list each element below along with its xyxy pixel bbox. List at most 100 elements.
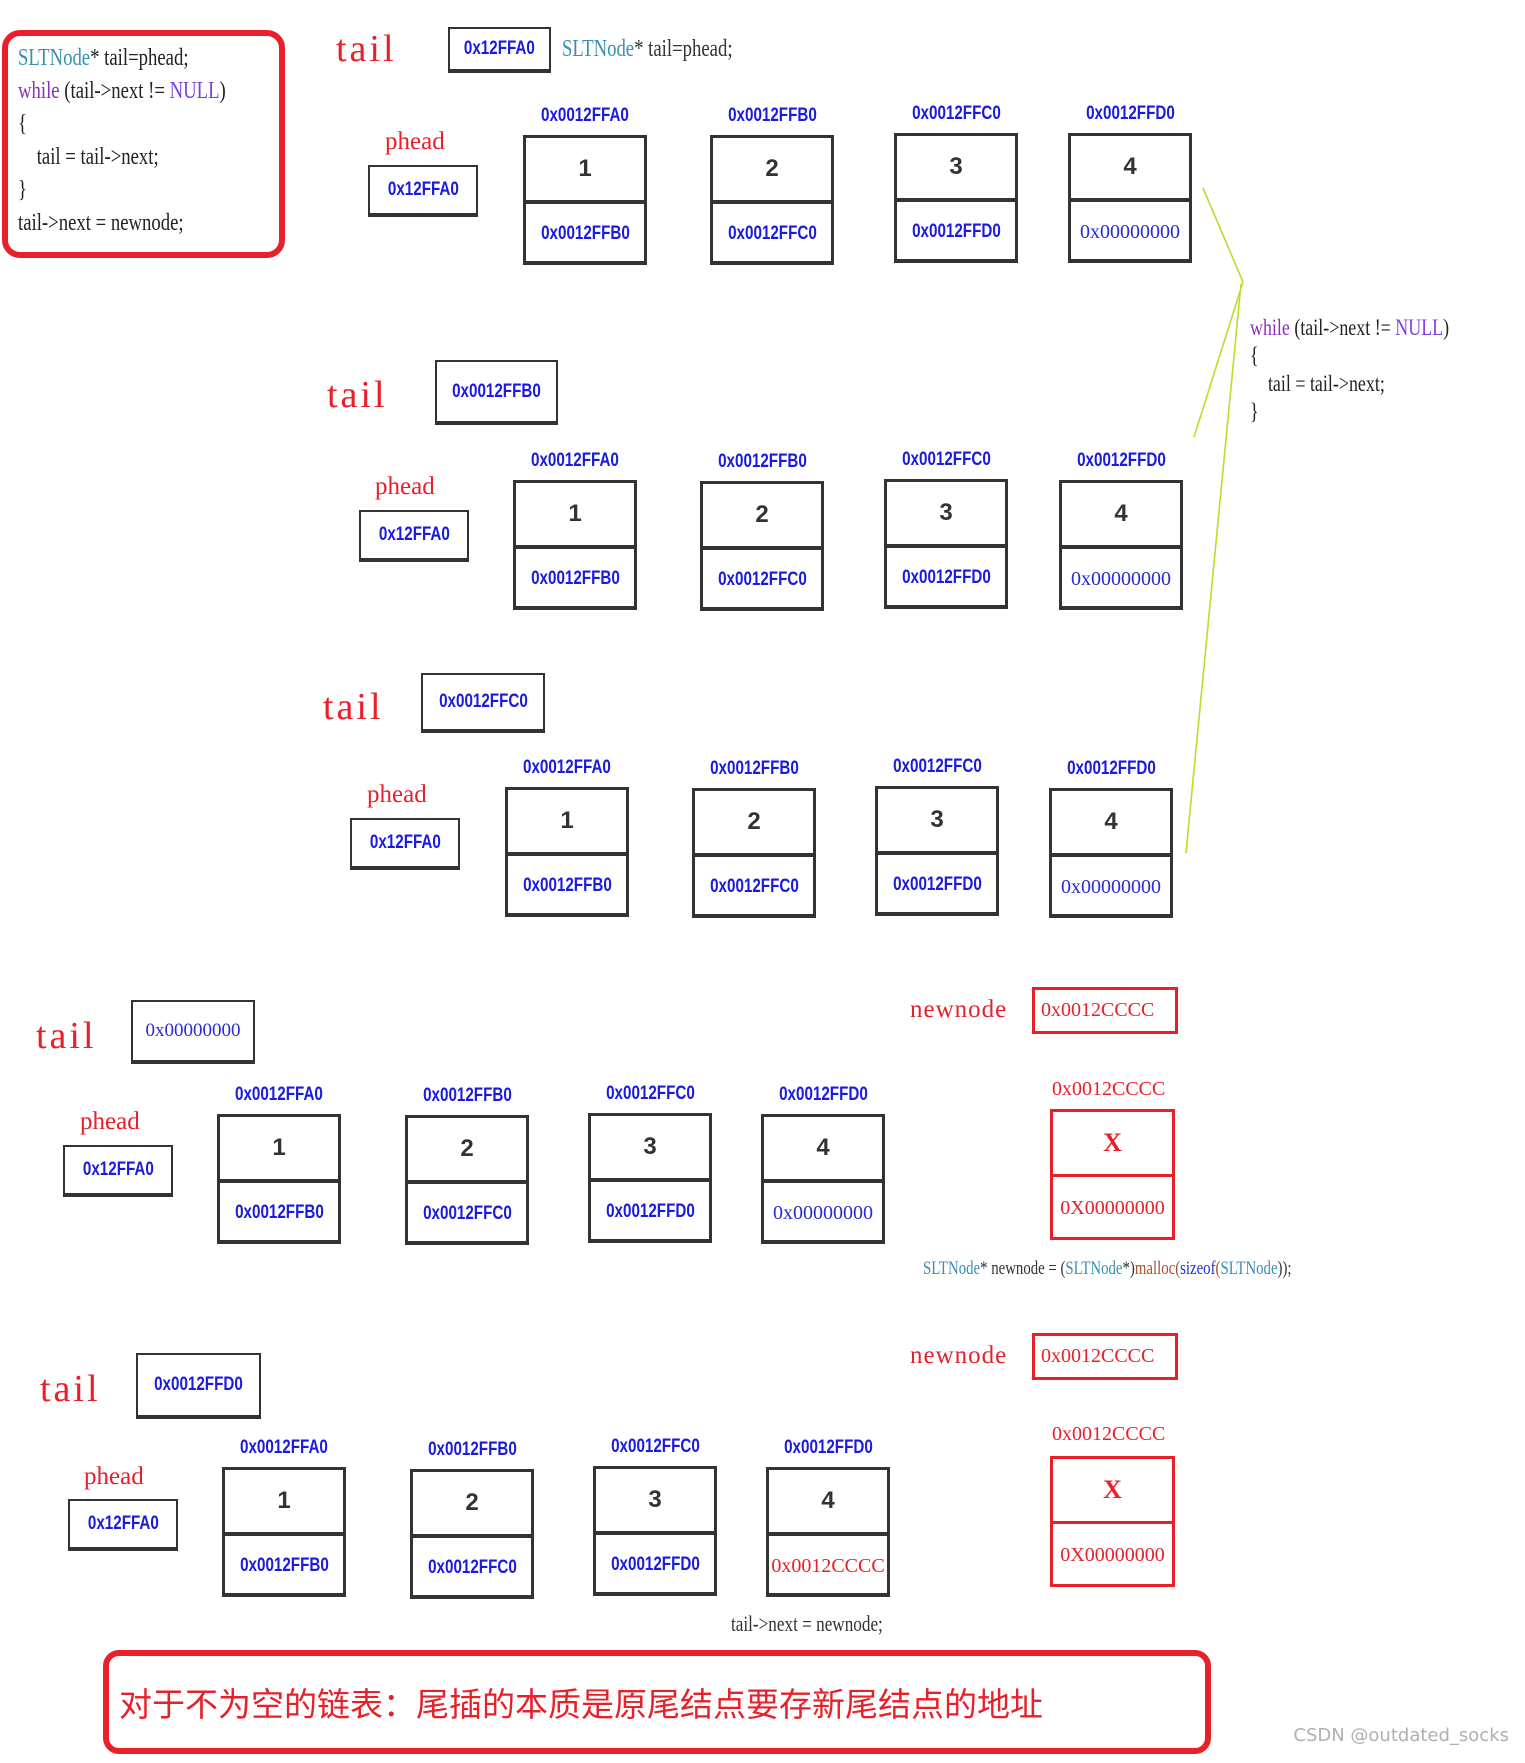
node-address: 0x0012FFD0	[1041, 758, 1181, 780]
code-token: {	[1250, 343, 1259, 368]
node-address-text: 0x0012FFC0	[610, 1436, 700, 1457]
node-address: 0x0012FFA0	[497, 757, 637, 779]
tail-pointer-box: 0x12FFA0	[448, 27, 551, 73]
code-token: NULL	[169, 78, 220, 104]
node-next-value: 0x00000000	[773, 1201, 873, 1224]
node-next-value: 0x0012FFD0	[911, 221, 1001, 242]
node-address-text: 0x0012FFB0	[422, 1085, 512, 1106]
node-next-value: 0x00000000	[1080, 220, 1180, 243]
node-address-text: 0x0012FFB0	[709, 758, 799, 779]
node-next-pointer: 0x0012FFC0	[413, 1538, 531, 1598]
node-next-value: 0x0012FFD0	[610, 1554, 700, 1575]
node-address: 0x0012FFB0	[702, 105, 842, 127]
phead-pointer-box: 0x12FFA0	[368, 165, 478, 217]
code-token: * newnode = (	[980, 1258, 1066, 1279]
node-data: 2	[413, 1472, 531, 1538]
phead-pointer-box: 0x12FFA0	[350, 818, 460, 870]
node-next-value: 0x0012FFD0	[901, 567, 991, 588]
phead-pointer-box: 0x12FFA0	[63, 1145, 173, 1197]
node-next-value: 0x0012FFC0	[427, 1557, 517, 1578]
code-line: }	[1250, 397, 1259, 427]
node-next-pointer: 0x0012FFD0	[887, 548, 1005, 608]
node-data: 3	[596, 1469, 714, 1535]
node-next-value: 0x0012FFC0	[717, 569, 807, 590]
phead-pointer-box: 0x12FFA0	[68, 1499, 178, 1551]
phead-pointer-value: 0x12FFA0	[82, 1159, 154, 1180]
node-address: 0x0012FFC0	[886, 103, 1026, 125]
node-next-value: 0x0012CCCC	[771, 1554, 885, 1577]
tail-pointer-value: 0x0012FFB0	[452, 380, 541, 402]
new-node-data: X	[1053, 1112, 1172, 1177]
node-next-value: 0x00000000	[1061, 875, 1161, 898]
node-address: 0x0012FFA0	[214, 1437, 354, 1459]
newnode-label: newnode	[910, 1342, 1008, 1369]
list-node: 2 0x0012FFC0	[405, 1115, 529, 1245]
code-token: (	[1175, 1258, 1181, 1279]
node-address: 0x0012FFD0	[753, 1084, 893, 1106]
node-next-pointer: 0x0012FFD0	[591, 1182, 709, 1242]
tail-pointer-box: 0x0012FFB0	[435, 360, 558, 425]
node-next-value: 0x0012FFD0	[892, 874, 982, 895]
node-address: 0x0012FFD0	[758, 1437, 898, 1459]
node-address-text: 0x0012FFC0	[605, 1083, 695, 1104]
node-next-value: 0x0012FFB0	[234, 1202, 324, 1223]
node-data: 1	[225, 1470, 343, 1536]
node-address-text: 0x0012FFD0	[1085, 103, 1175, 124]
newnode-pointer-box: 0x0012CCCC	[1032, 1333, 1178, 1380]
step-annotation: SLTNode* tail=phead;	[562, 36, 733, 63]
node-address-text: 0x0012FFA0	[541, 105, 629, 126]
node-data: 3	[878, 789, 996, 855]
list-node: 3 0x0012FFD0	[894, 133, 1018, 263]
node-address-text: 0x0012FFA0	[531, 450, 619, 471]
node-next-pointer: 0x00000000	[1071, 202, 1189, 262]
node-next-value: 0x0012FFD0	[605, 1201, 695, 1222]
list-node: 3 0x0012FFD0	[875, 786, 999, 916]
code-token: )	[219, 78, 226, 104]
node-address: 0x0012FFC0	[876, 449, 1016, 471]
code-token: malloc	[1134, 1258, 1176, 1279]
node-address: 0x0012FFC0	[580, 1083, 720, 1105]
node-next-value: 0x0012FFC0	[422, 1203, 512, 1224]
code-token: SLTNode	[18, 45, 91, 71]
node-address-text: 0x0012FFB0	[427, 1439, 517, 1460]
node-address-text: 0x0012FFC0	[911, 103, 1001, 124]
node-address: 0x0012FFA0	[515, 105, 655, 127]
node-data: 1	[516, 483, 634, 549]
list-node: 4 0x00000000	[1049, 788, 1173, 918]
tail-pointer-value: 0x12FFA0	[463, 38, 535, 59]
newnode-pointer-value: 0x0012CCCC	[1041, 999, 1155, 1021]
node-address-text: 0x0012FFC0	[901, 449, 991, 470]
phead-label: phead	[84, 1463, 144, 1490]
node-data: 3	[897, 136, 1015, 202]
node-address: 0x0012FFA0	[209, 1084, 349, 1106]
list-node: 3 0x0012FFD0	[593, 1466, 717, 1596]
node-address: 0x0012FFB0	[402, 1439, 542, 1461]
node-address-text: 0x0012FFC0	[892, 756, 982, 777]
connector-line-3	[1185, 283, 1242, 854]
phead-pointer-value: 0x12FFA0	[87, 1513, 159, 1534]
tail-label: tail	[327, 374, 388, 416]
node-data: 4	[1052, 791, 1170, 857]
node-data: 1	[508, 790, 626, 856]
node-next-pointer: 0x0012FFB0	[220, 1183, 338, 1243]
node-next-pointer: 0x00000000	[764, 1183, 882, 1243]
phead-pointer-value: 0x12FFA0	[378, 524, 450, 545]
code-snippet-box: SLTNode* tail=phead;while (tail->next !=…	[2, 30, 285, 258]
node-address: 0x0012FFC0	[585, 1436, 725, 1458]
node-next-value: 0x0012FFB0	[530, 568, 620, 589]
code-token: while	[18, 78, 60, 104]
phead-label: phead	[385, 128, 445, 155]
node-next-pointer: 0x0012FFD0	[878, 855, 996, 915]
new-node-next-pointer: 0X00000000	[1060, 1196, 1165, 1219]
malloc-annotation: SLTNode* newnode = (SLTNode*)malloc(size…	[923, 1258, 1292, 1280]
code-line: {	[1250, 341, 1259, 371]
node-data: 2	[408, 1118, 526, 1184]
newnode-pointer-box: 0x0012CCCC	[1032, 987, 1178, 1034]
node-data: 4	[1062, 483, 1180, 549]
list-node: 1 0x0012FFB0	[513, 480, 637, 610]
tail-label: tail	[323, 686, 384, 728]
node-address: 0x0012FFA0	[505, 450, 645, 472]
